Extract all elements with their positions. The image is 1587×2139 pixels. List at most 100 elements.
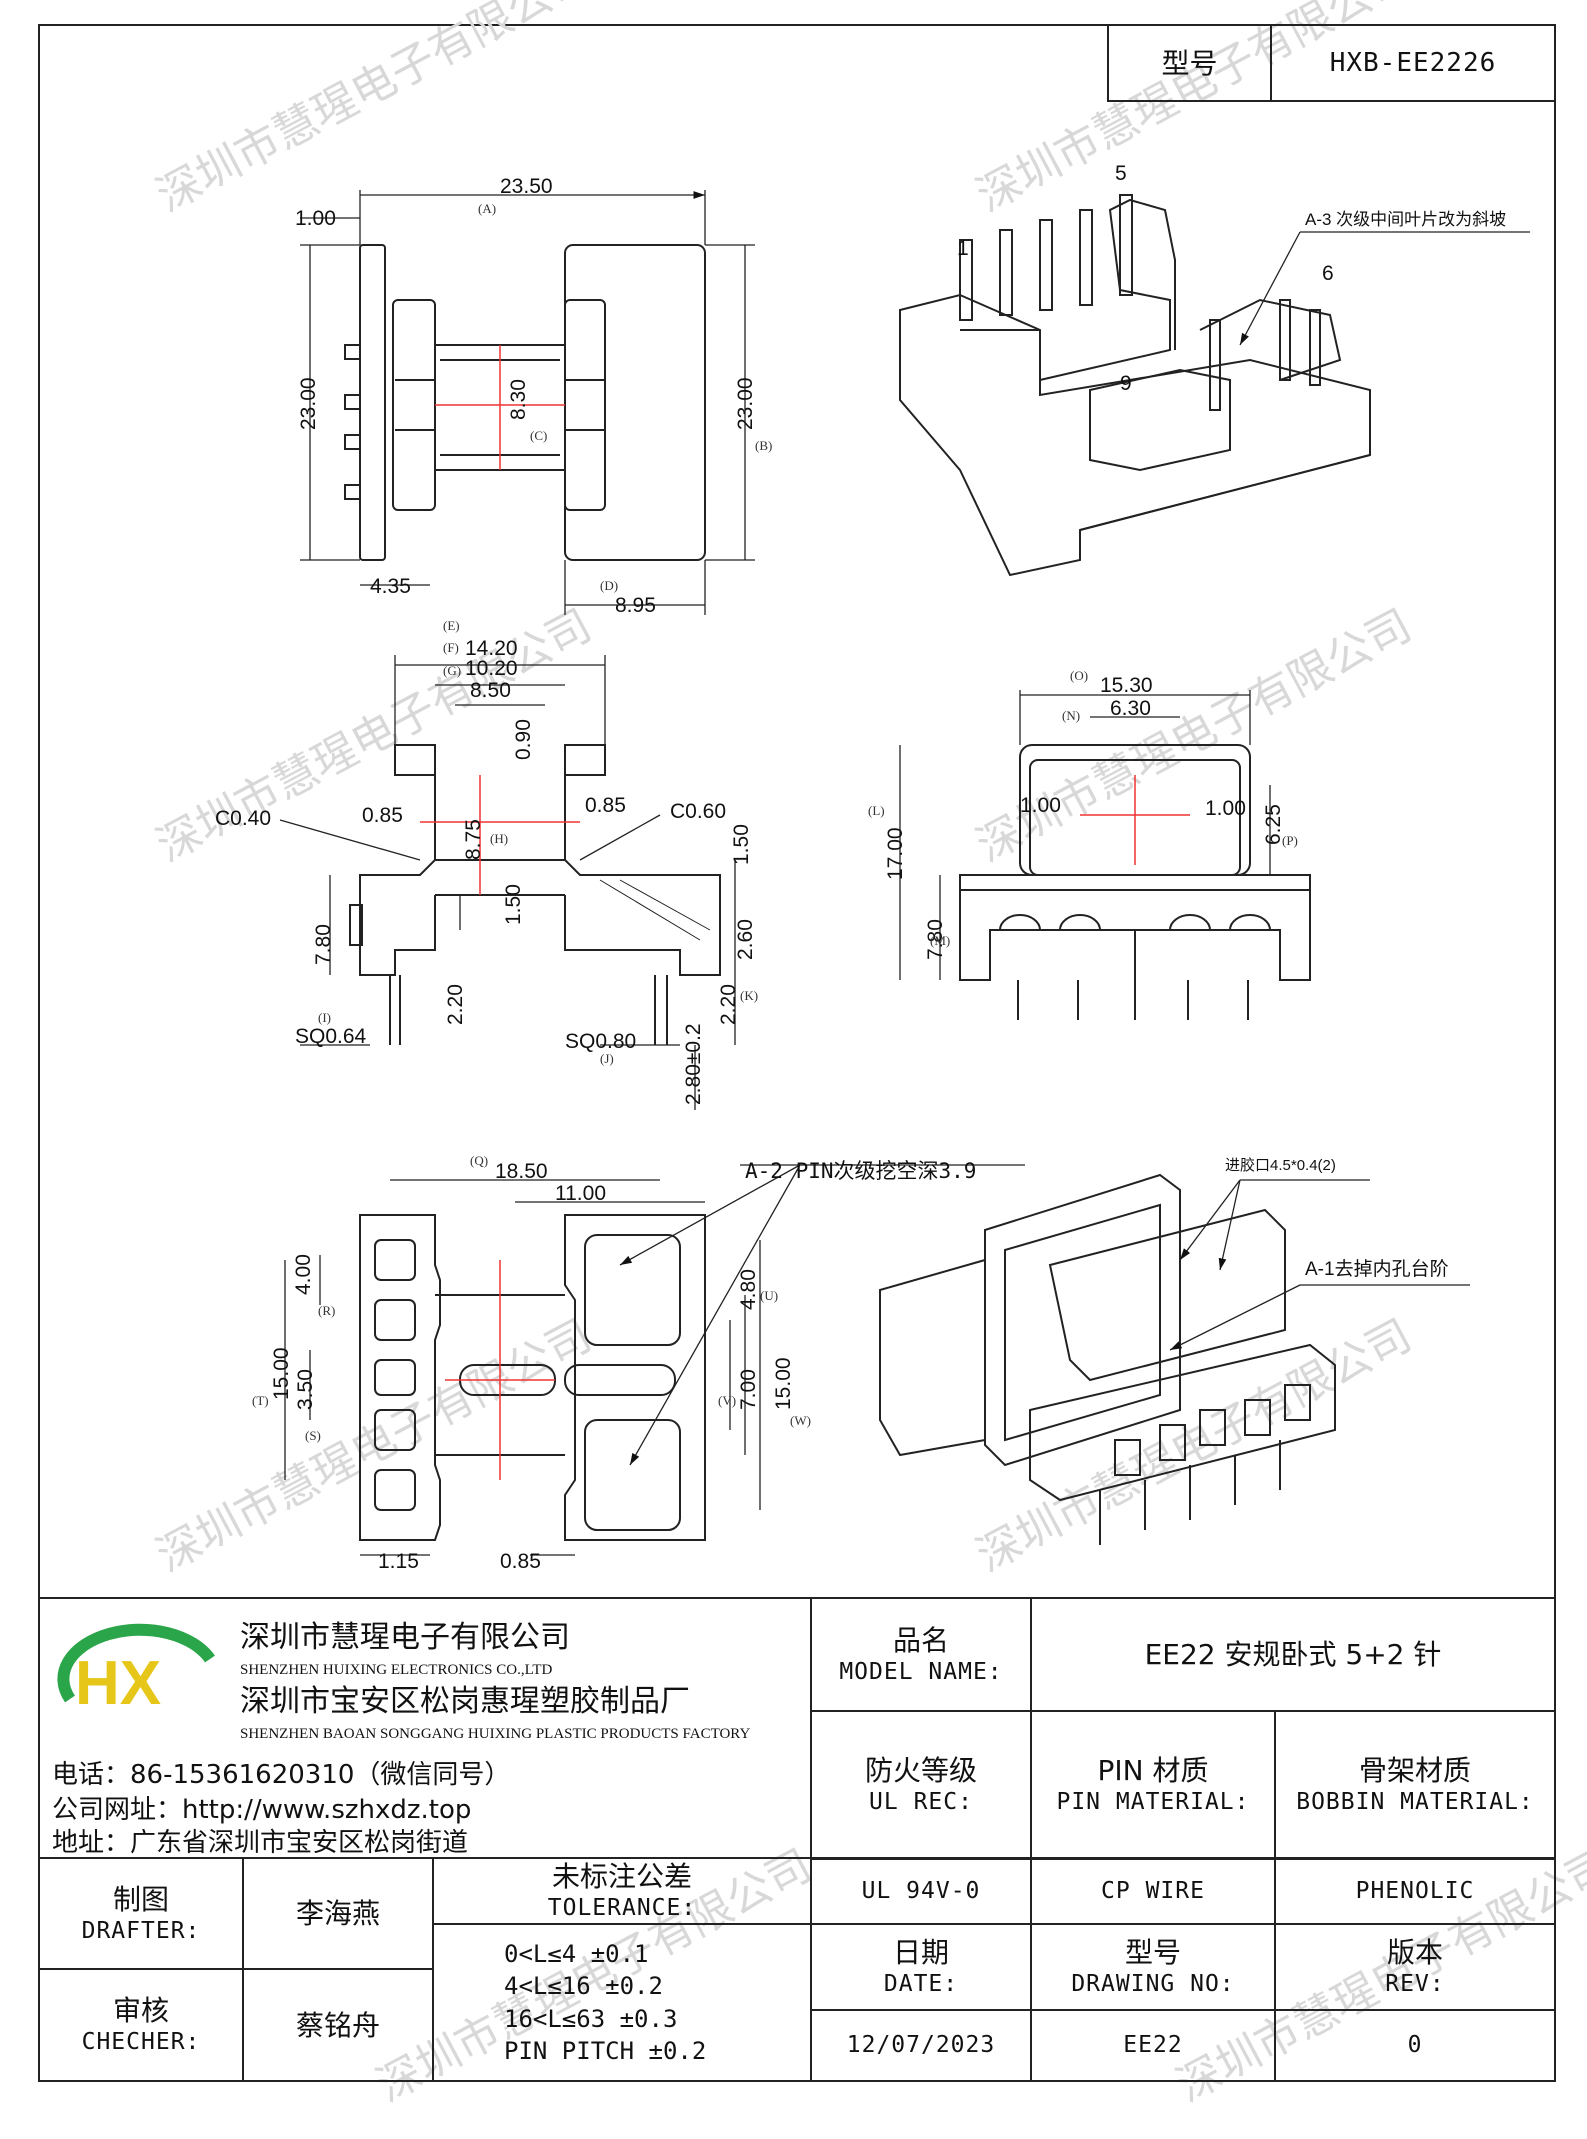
model-name-value: EE22 安规卧式 5+2 针: [1030, 1597, 1556, 1712]
bobbin-en: BOBBIN MATERIAL:: [1296, 1789, 1534, 1816]
dim-text: SQ0.64: [295, 1025, 367, 1048]
iso-view-top: [899, 194, 1530, 577]
drawing-no-cn: 型号: [1124, 1936, 1181, 1970]
tol-en: TOLERANCE:: [547, 1895, 697, 1922]
dim-label: (U): [760, 1288, 778, 1303]
tolerance-line: PIN PITCH ±0.2: [504, 2036, 707, 2065]
drawing-no-value: EE22: [1030, 2009, 1276, 2082]
note-a2: A-2 PIN次级挖空深3.9: [745, 1159, 976, 1183]
company-name-en: SHENZHEN HUIXING ELECTRONICS CO.,LTD: [240, 1662, 553, 1678]
company-phone: 电话：86-15361620310（微信同号）: [52, 1760, 511, 1790]
dim-text: 4.00: [292, 1254, 315, 1295]
dim-label: (A): [478, 201, 496, 216]
rev-label: 版本 REV:: [1274, 1923, 1556, 2011]
factory-name-cn: 深圳市宝安区松岗惠瑆塑胶制品厂: [240, 1684, 690, 1719]
note-a3: A-3 次级中间叶片改为斜坡: [1305, 210, 1506, 229]
dim-label: (M): [930, 933, 950, 948]
dim-text: 0.85: [500, 1550, 541, 1573]
dim-text: 23.50: [500, 175, 553, 198]
pin-number: 9: [1120, 372, 1132, 395]
dim-text: 8.75: [462, 819, 485, 860]
bottom-view: [284, 1164, 1025, 1556]
dim-label: (W): [790, 1413, 811, 1428]
dim-text: 14.20: [465, 637, 518, 660]
drafter-en: DRAFTER:: [81, 1917, 201, 1944]
pin-number: 5: [1115, 162, 1127, 185]
dim-text: 7.00: [737, 1369, 760, 1410]
dim-label: (H): [490, 831, 508, 846]
date-label: 日期 DATE:: [810, 1923, 1032, 2011]
pin-number: 6: [1322, 262, 1334, 285]
technical-drawing: 23.50 1.00 23.00 23.00 8.30 4.35 8.95 (A…: [215, 162, 1530, 1573]
dim-text: 15.00: [772, 1357, 795, 1410]
dim-text: 0.85: [362, 804, 403, 827]
dim-text: 18.50: [495, 1160, 548, 1183]
tolerance-line: 4<L≤16 ±0.2: [504, 1972, 663, 2001]
dim-text: 8.95: [615, 594, 656, 617]
drawing-no-label: 型号 DRAWING NO:: [1030, 1923, 1276, 2011]
dim-label: (F): [443, 640, 459, 655]
dim-text: C0.40: [215, 807, 271, 830]
drawing-no-en: DRAWING NO:: [1071, 1971, 1235, 1998]
date-en: DATE:: [883, 1971, 959, 1998]
dim-text: 17.00: [884, 827, 907, 880]
company-info: HX 深圳市慧瑆电子有限公司 SHENZHEN HUIXING ELECTRON…: [38, 1597, 812, 1859]
company-logo: HX: [57, 1623, 215, 1718]
dim-label: (N): [1062, 708, 1080, 723]
dim-label: (K): [740, 988, 758, 1003]
iso-view-bottom: [879, 1173, 1470, 1545]
bobbin-material-value: PHENOLIC: [1274, 1857, 1556, 1925]
dim-label: (O): [1070, 668, 1088, 683]
dim-text: 1.00: [1205, 797, 1246, 820]
model-name-en: MODEL NAME:: [839, 1658, 1003, 1685]
ul-cn: 防火等级: [864, 1754, 977, 1788]
model-name-label: 品名 MODEL NAME:: [810, 1597, 1032, 1712]
dim-text: 2.20: [717, 984, 740, 1025]
dim-label: (V): [718, 1393, 736, 1408]
company-website: 公司网址：http://www.szhxdz.top: [52, 1795, 472, 1825]
factory-name-en: SHENZHEN BAOAN SONGGANG HUIXING PLASTIC …: [240, 1726, 751, 1742]
dim-text: SQ0.80: [565, 1030, 636, 1053]
tolerance-line: 0<L≤4 ±0.1: [504, 1939, 649, 1968]
dim-label: (S): [305, 1428, 321, 1443]
dim-text: 10.20: [465, 657, 518, 680]
dim-text: 3.50: [294, 1369, 317, 1410]
dim-text: 23.00: [297, 377, 320, 430]
dim-text: 8.30: [507, 379, 530, 420]
dim-label: (D): [600, 578, 618, 593]
dim-label: (J): [600, 1051, 614, 1066]
ul-en: UL REC:: [869, 1789, 973, 1816]
side-view: [279, 655, 736, 1110]
dim-label: (R): [318, 1303, 335, 1318]
dim-text: 0.90: [512, 719, 535, 760]
dim-text: 4.80: [737, 1269, 760, 1310]
dim-text: 1.50: [502, 884, 525, 925]
tolerance-values: 0<L≤4 ±0.1 4<L≤16 ±0.2 16<L≤63 ±0.3 PIN …: [432, 1923, 812, 2082]
pin-cn: PIN 材质: [1097, 1754, 1209, 1788]
date-cn: 日期: [892, 1936, 949, 1970]
dim-text: C0.60: [670, 800, 726, 823]
dim-text: 1.00: [1020, 794, 1061, 817]
checker-value: 蔡铭舟: [242, 1968, 434, 2082]
dim-label: (Q): [470, 1153, 488, 1168]
drafter-value: 李海燕: [242, 1857, 434, 1970]
dim-text: 11.00: [555, 1182, 606, 1205]
logo-letter-h: HX: [75, 1649, 161, 1718]
dim-text: 15.00: [270, 1347, 293, 1400]
model-name-cn: 品名: [892, 1623, 949, 1657]
dim-text: 8.50: [470, 679, 511, 702]
dim-text: 2.20: [444, 984, 467, 1025]
dim-text: 4.35: [370, 575, 411, 598]
bobbin-cn: 骨架材质: [1358, 1754, 1471, 1788]
company-name-cn: 深圳市慧瑆电子有限公司: [240, 1620, 570, 1655]
rev-cn: 版本: [1386, 1936, 1443, 1970]
top-view: [300, 190, 755, 615]
note-a1: A-1去掉内孔台阶: [1305, 1258, 1449, 1280]
dim-label: (T): [252, 1393, 269, 1408]
dim-label: (C): [530, 428, 547, 443]
dim-text: 6.30: [1110, 697, 1151, 720]
checker-label: 审核 CHECHER:: [38, 1968, 244, 2082]
date-value: 12/07/2023: [810, 2009, 1032, 2082]
drafter-cn: 制图: [112, 1882, 169, 1916]
ul-value: UL 94V-0: [810, 1857, 1032, 1925]
